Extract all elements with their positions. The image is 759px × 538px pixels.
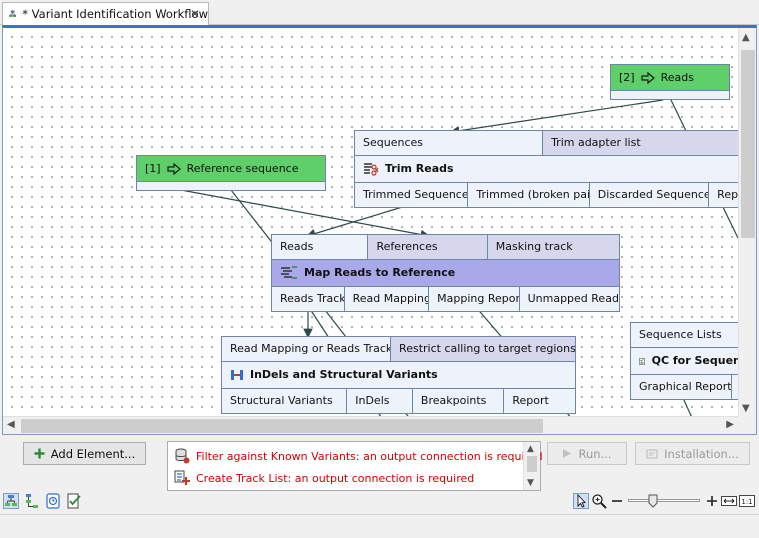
zoom-plus-icon[interactable] [704, 493, 720, 509]
reads-input-label: Reads [660, 71, 694, 84]
map-output-unmapped-reads[interactable]: Unmapped Reads [519, 287, 619, 311]
qc-output-more[interactable] [732, 375, 738, 399]
indels-title: InDels and Structural Variants [250, 368, 438, 381]
qc-report-icon [639, 357, 645, 365]
play-icon [563, 449, 572, 458]
qc-title: QC for Sequencin [651, 354, 738, 367]
message-filter-known-variants[interactable]: Filter against Known Variants: an output… [174, 446, 543, 466]
indels-output-structural-variants[interactable]: Structural Variants [222, 389, 348, 413]
map-input-references[interactable]: References [368, 235, 488, 259]
reads-input-index: [2] [619, 71, 635, 84]
horizontal-scroll-thumb[interactable] [21, 419, 543, 433]
history-icon[interactable] [45, 493, 61, 509]
indels-structural-variants-node[interactable]: Read Mapping or Reads Track Restrict cal… [221, 336, 576, 414]
installation-button[interactable]: Installation... [635, 442, 750, 465]
messages-scrollbar[interactable]: ▲ ▼ [523, 442, 540, 490]
scroll-up-icon[interactable]: ▲ [527, 444, 534, 454]
workflow-icon [9, 10, 16, 17]
zoom-out-icon[interactable] [610, 493, 626, 509]
trim-output-trimmed-sequences[interactable]: Trimmed Sequences [355, 183, 469, 207]
trim-input-sequences[interactable]: Sequences [355, 131, 544, 155]
plus-icon [34, 448, 45, 459]
workflow-canvas-frame: [2] Reads [1] Reference sequence Sequenc… [2, 25, 757, 435]
canvas-vertical-scrollbar[interactable]: ▲ ▼ [738, 28, 756, 418]
qc-output-graphical-report[interactable]: Graphical Report [631, 375, 733, 399]
trim-output-report[interactable]: Repo [709, 183, 738, 207]
trim-reads-icon [364, 163, 379, 176]
indels-input-target-regions[interactable]: Restrict calling to target regions [391, 337, 575, 361]
zoom-slider-thumb[interactable] [645, 493, 661, 509]
svg-text:1:1: 1:1 [741, 498, 752, 506]
indels-output-breakpoints[interactable]: Breakpoints [412, 389, 505, 413]
qc-input-sequence-lists[interactable]: Sequence Lists [631, 323, 738, 347]
zoom-100-icon[interactable]: 1:1 [739, 493, 755, 509]
database-filter-icon [175, 448, 190, 464]
input-arrow-icon [640, 71, 655, 84]
track-list-icon [174, 470, 190, 485]
connection-qc-down [682, 397, 693, 418]
connection-reads-to-trim [449, 99, 664, 136]
run-label: Run... [578, 446, 612, 461]
workflow-canvas[interactable]: [2] Reads [1] Reference sequence Sequenc… [3, 28, 738, 418]
validation-messages: Filter against Known Variants: an output… [167, 441, 543, 491]
scroll-down-icon[interactable]: ▼ [742, 403, 750, 414]
indels-output-indels[interactable]: InDels [347, 389, 413, 413]
scroll-right-icon[interactable]: ▶ [726, 419, 734, 430]
status-bar [0, 514, 759, 538]
map-input-reads[interactable]: Reads [272, 235, 369, 259]
trim-input-adapter-list[interactable]: Trim adapter list [543, 131, 738, 155]
vertical-scroll-thumb[interactable] [741, 50, 755, 238]
indels-icon [231, 370, 243, 380]
map-input-masking-track[interactable]: Masking track [487, 235, 619, 259]
indels-output-report[interactable]: Report [504, 389, 576, 413]
run-button[interactable]: Run... [547, 442, 627, 465]
close-icon[interactable]: ✕ [189, 7, 200, 21]
message-text: Filter against Known Variants: an output… [196, 449, 543, 463]
editor-tab-bar: * Variant Identification Workflow ✕ [0, 0, 759, 25]
reference-input-index: [1] [145, 162, 161, 175]
add-element-label: Add Element... [50, 446, 136, 461]
map-output-mapping-report[interactable]: Mapping Report [429, 287, 520, 311]
message-text: Create Track List: an output connection … [196, 471, 475, 485]
installation-label: Installation... [664, 446, 739, 461]
qc-sequencing-node[interactable]: Sequence Lists QC for Sequencin Graphica… [630, 322, 738, 400]
zoom-slider-track[interactable] [628, 499, 700, 502]
fit-width-icon[interactable] [721, 493, 737, 509]
trim-reads-title: Trim Reads [385, 162, 454, 175]
zoom-in-icon[interactable] [591, 493, 607, 509]
reference-sequence-input-node[interactable]: [1] Reference sequence [136, 155, 326, 191]
map-reads-node[interactable]: Reads References Masking track Map Reads… [271, 234, 620, 312]
reads-input-node[interactable]: [2] Reads [610, 64, 730, 100]
add-element-button[interactable]: Add Element... [23, 442, 146, 465]
trim-output-broken-pairs[interactable]: Trimmed (broken pairs) [468, 183, 590, 207]
installation-icon [646, 448, 658, 459]
connection-trim-to-map [305, 204, 410, 239]
select-pointer-icon[interactable] [573, 493, 589, 509]
trim-output-discarded[interactable]: Discarded Sequences [589, 183, 710, 207]
tab-variant-identification-workflow[interactable]: * Variant Identification Workflow ✕ [2, 2, 209, 25]
scroll-left-icon[interactable]: ◀ [7, 419, 15, 430]
map-reads-icon [281, 266, 297, 279]
map-output-read-mapping[interactable]: Read Mapping [344, 287, 430, 311]
map-output-reads-track[interactable]: Reads Track [272, 287, 345, 311]
workflow-view-icon[interactable] [3, 493, 19, 509]
trim-reads-node[interactable]: Sequences Trim adapter list Trim Reads T… [354, 130, 738, 208]
map-reads-title: Map Reads to Reference [304, 266, 456, 279]
message-create-track-list[interactable]: Create Track List: an output connection … [174, 468, 474, 488]
scroll-up-icon[interactable]: ▲ [742, 32, 750, 43]
canvas-horizontal-scrollbar[interactable]: ◀ ▶ [3, 416, 738, 434]
scroll-down-icon[interactable]: ▼ [527, 478, 534, 488]
indels-input-read-mapping[interactable]: Read Mapping or Reads Track [222, 337, 392, 361]
workflow-layout-icon[interactable] [24, 493, 40, 509]
tab-title: * Variant Identification Workflow [22, 7, 208, 21]
checklist-icon[interactable] [66, 493, 82, 509]
input-arrow-icon [166, 162, 181, 175]
reference-input-label: Reference sequence [186, 162, 299, 175]
